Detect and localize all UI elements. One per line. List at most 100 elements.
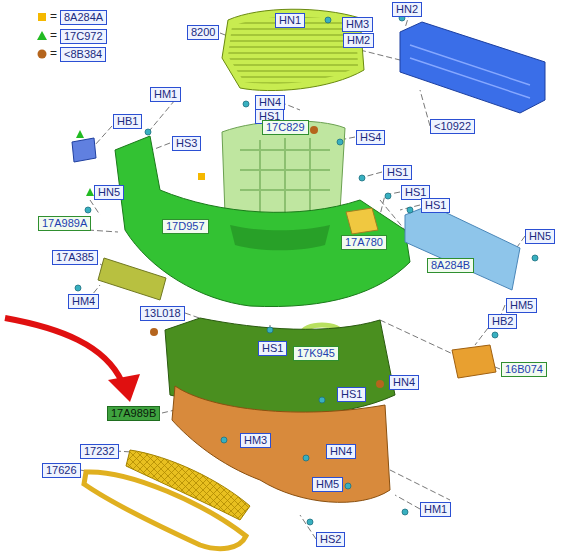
callout-box: 8A284B xyxy=(427,258,474,273)
callout-box: 17A989A xyxy=(38,216,91,231)
bracket-16b074 xyxy=(452,345,496,378)
callout-box: HS1 xyxy=(421,198,450,213)
pointer-arrowhead xyxy=(108,374,140,402)
callout-box: HN4 xyxy=(255,95,285,110)
legend-swatch xyxy=(37,31,47,40)
marker-circle xyxy=(310,126,318,134)
callout-box: HN4 xyxy=(389,375,419,390)
callout-number: HM2 xyxy=(347,34,370,46)
callout-number: HM3 xyxy=(346,18,369,30)
callout-number: HN1 xyxy=(279,14,301,26)
callout-number: 17A989B xyxy=(111,407,156,419)
callout-box: HN2 xyxy=(392,2,422,17)
legend-equals: = xyxy=(50,29,57,42)
legend-entry: 17C972 xyxy=(60,29,107,44)
callout-box: HN5 xyxy=(94,185,124,200)
callout-number: 17C829 xyxy=(266,121,305,133)
callout-box: 17A780 xyxy=(341,235,387,250)
callout-number: 8A284B xyxy=(431,259,470,271)
callout-box: HM5 xyxy=(312,477,343,492)
callout-box: HS4 xyxy=(356,130,385,145)
marker-circle xyxy=(376,380,384,388)
callout-number: 17A385 xyxy=(56,251,94,263)
callout-number: HB2 xyxy=(492,315,513,327)
callout-box: HN4 xyxy=(326,444,356,459)
callout-number: <10922 xyxy=(434,120,471,132)
callout-number: 17A989A xyxy=(42,217,87,229)
marker-triangle xyxy=(76,130,84,138)
callout-number: 17D957 xyxy=(166,220,205,232)
legend-text: 8A284A xyxy=(64,11,103,23)
callout-box: 17D957 xyxy=(162,219,209,234)
legend-swatch xyxy=(38,13,46,21)
callout-number: HB1 xyxy=(117,115,138,127)
callout-number: HS3 xyxy=(176,137,197,149)
callout-box: 17K945 xyxy=(293,346,339,361)
callout-box: 8200 xyxy=(187,25,219,40)
callout-number: 17232 xyxy=(84,445,115,457)
marker-triangle xyxy=(86,188,94,196)
callout-number: HM4 xyxy=(72,295,95,307)
callout-box: 17626 xyxy=(42,463,81,478)
bumper-beam xyxy=(400,22,545,113)
legend-equals: = xyxy=(50,47,57,60)
callout-number: HM1 xyxy=(154,88,177,100)
callout-number: HS1 xyxy=(341,388,362,400)
callout-number: HN4 xyxy=(330,445,352,457)
legend-text: 17C972 xyxy=(64,30,103,42)
callout-number: 17K945 xyxy=(297,347,335,359)
callout-number: HN5 xyxy=(98,186,120,198)
legend-swatch xyxy=(38,50,47,59)
callout-box: 16B074 xyxy=(501,362,547,377)
bracket-hb1 xyxy=(72,138,96,162)
callout-number: HN5 xyxy=(529,230,551,242)
callout-box: HN5 xyxy=(525,229,555,244)
callout-box: 13L018 xyxy=(140,306,185,321)
fasteners xyxy=(75,15,538,525)
callout-number: 13L018 xyxy=(144,307,181,319)
callout-box: HS1 xyxy=(258,341,287,356)
callout-number: HS1 xyxy=(387,166,408,178)
callout-box: <10922 xyxy=(430,119,475,134)
callout-box: HM5 xyxy=(506,298,537,313)
callout-number: 16B074 xyxy=(505,363,543,375)
callout-box: HM4 xyxy=(68,294,99,309)
callout-number: HM1 xyxy=(424,503,447,515)
callout-number: HS1 xyxy=(425,199,446,211)
strip-17a385 xyxy=(98,258,166,300)
callout-box: HS2 xyxy=(316,532,345,547)
legend-swatches xyxy=(37,13,47,59)
bracket-17a780 xyxy=(346,208,378,234)
callout-number: 17A780 xyxy=(345,236,383,248)
callout-box: HS3 xyxy=(172,136,201,151)
callout-box: HB2 xyxy=(488,314,517,329)
trim-ring-17626 xyxy=(84,472,246,549)
legend-text: <8B384 xyxy=(64,48,102,60)
marker-square xyxy=(198,173,205,180)
callout-box: 17232 xyxy=(80,444,119,459)
callout-box: HS1 xyxy=(383,165,412,180)
callout-number: HN4 xyxy=(259,96,281,108)
callout-box: HM2 xyxy=(343,33,374,48)
marker-circle xyxy=(150,328,158,336)
callout-number: HM3 xyxy=(244,434,267,446)
callout-box: HM3 xyxy=(240,433,271,448)
callout-number: HS1 xyxy=(262,342,283,354)
callout-box: HB1 xyxy=(113,114,142,129)
bracket-ribs xyxy=(240,138,330,220)
legend-equals: = xyxy=(50,10,57,23)
pointer-arrow xyxy=(5,318,122,382)
callout-box: HN1 xyxy=(275,13,305,28)
callout-number: HS2 xyxy=(320,533,341,545)
callout-number: HS4 xyxy=(360,131,381,143)
callout-box: HM1 xyxy=(420,502,451,517)
callout-number: 8200 xyxy=(191,26,215,38)
callout-number: HM5 xyxy=(510,299,533,311)
callout-box: HM3 xyxy=(342,17,373,32)
callout-box: 17A989B xyxy=(107,406,160,421)
callout-number: HS1 xyxy=(405,186,426,198)
legend-entry: 8A284A xyxy=(60,10,107,25)
legend-entry: <8B384 xyxy=(60,47,106,62)
